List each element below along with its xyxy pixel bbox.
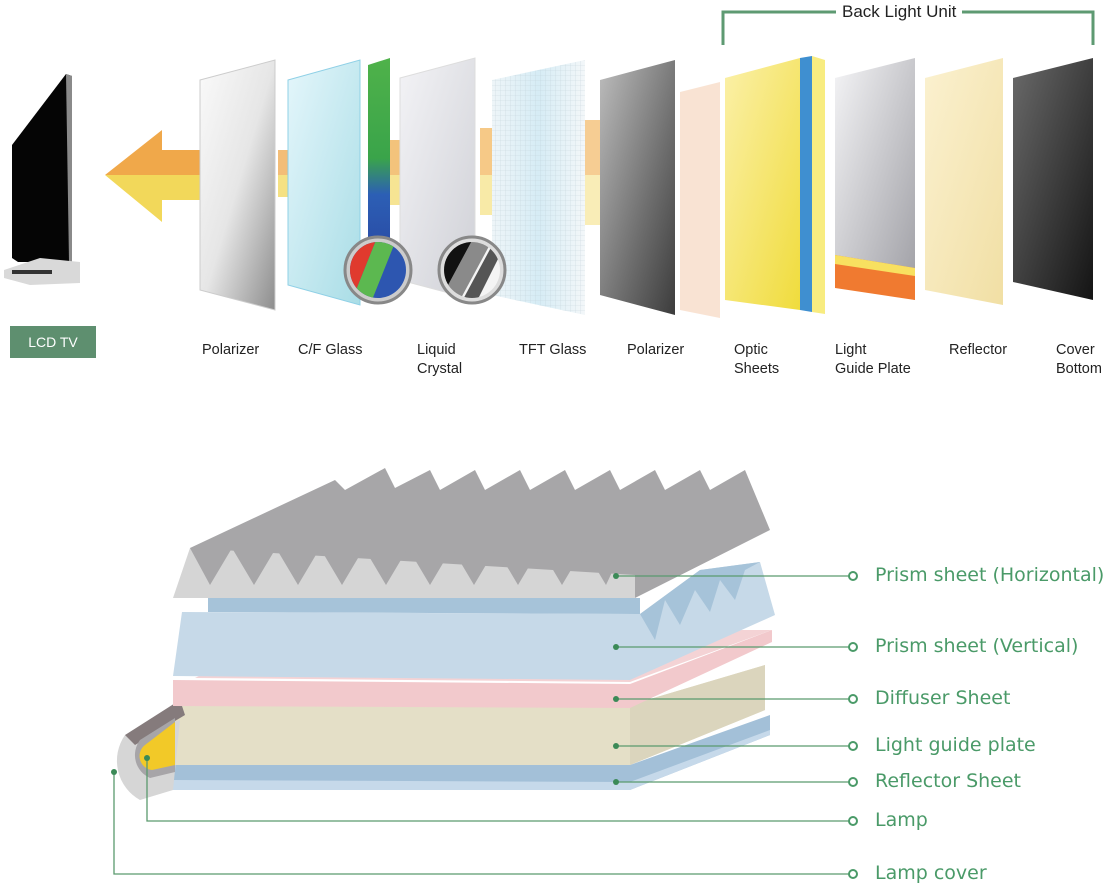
liquid-crystal-icon (437, 235, 507, 305)
polarizer-panel (199, 59, 276, 311)
label-prism-sheet-vertical: Prism sheet (Vertical) (875, 635, 1079, 657)
diffuser-sheet-shape (173, 630, 772, 708)
layer-label-line1: Polarizer (202, 342, 260, 358)
optic-sheet-blue (800, 56, 812, 312)
cf-glass-panel (287, 59, 361, 306)
leader-lines (113, 575, 849, 875)
light-guide-plate-shape (173, 665, 765, 765)
polarizer-panel-2 (600, 60, 675, 315)
layer-label-line1: Light (835, 342, 867, 358)
cover-bottom-panel (1013, 58, 1093, 300)
layer-label-line2: Sheets (734, 361, 780, 377)
layer-label-line1: Cover (1056, 342, 1095, 358)
label-prism-sheet-horizontal: Prism sheet (Horizontal) (875, 564, 1104, 586)
layer-label-line1: C/F Glass (298, 342, 363, 358)
leader-dots (111, 573, 619, 785)
layer-label-line1: Polarizer (627, 342, 685, 358)
label-lamp-cover: Lamp cover (875, 862, 987, 884)
label-light-guide-plate: Light guide plate (875, 734, 1036, 756)
layer-label-line2: Crystal (417, 361, 463, 377)
optic-sheet-yellow (725, 58, 800, 310)
layer-label-polarizer: Polarizer (202, 341, 259, 360)
reflector-sheet-shape (173, 715, 770, 790)
layer-label-reflector: Reflector (949, 341, 1007, 360)
light-guide-plate-panel (835, 58, 915, 300)
leader-end-circles (848, 571, 858, 879)
label-reflector-sheet: Reflector Sheet (875, 770, 1021, 792)
layer-label-line1: Liquid (417, 342, 456, 358)
lcd-tv-button[interactable]: LCD TV (10, 326, 96, 358)
layer-label-line2: Bottom (1056, 361, 1102, 377)
layer-label-polarizer-2: Polarizer (627, 341, 684, 360)
lamp-shape (116, 700, 185, 800)
color-filter-icon (343, 235, 413, 305)
layer-label-line1: Reflector (949, 342, 1008, 358)
lcd-tv-image (4, 74, 80, 285)
layer-label-line1: TFT Glass (519, 342, 587, 358)
layer-label-cf-glass: C/F Glass (298, 341, 362, 360)
prism-sheet-vertical-shape (173, 562, 775, 680)
back-light-unit-label: Back Light Unit (836, 2, 963, 22)
layer-label-line2: Guide Plate (835, 361, 911, 377)
cf-color-strip (368, 58, 390, 240)
label-diffuser-sheet: Diffuser Sheet (875, 687, 1011, 709)
light-direction-arrow (105, 130, 215, 222)
prism-sheet-horizontal-shape (173, 468, 770, 598)
layer-label-line1: Optic (734, 342, 768, 358)
layer-label-tft-glass: TFT Glass (519, 341, 586, 360)
reflector-panel (925, 58, 1003, 305)
label-lamp: Lamp (875, 809, 928, 831)
optic-sheet-pink (680, 82, 720, 318)
